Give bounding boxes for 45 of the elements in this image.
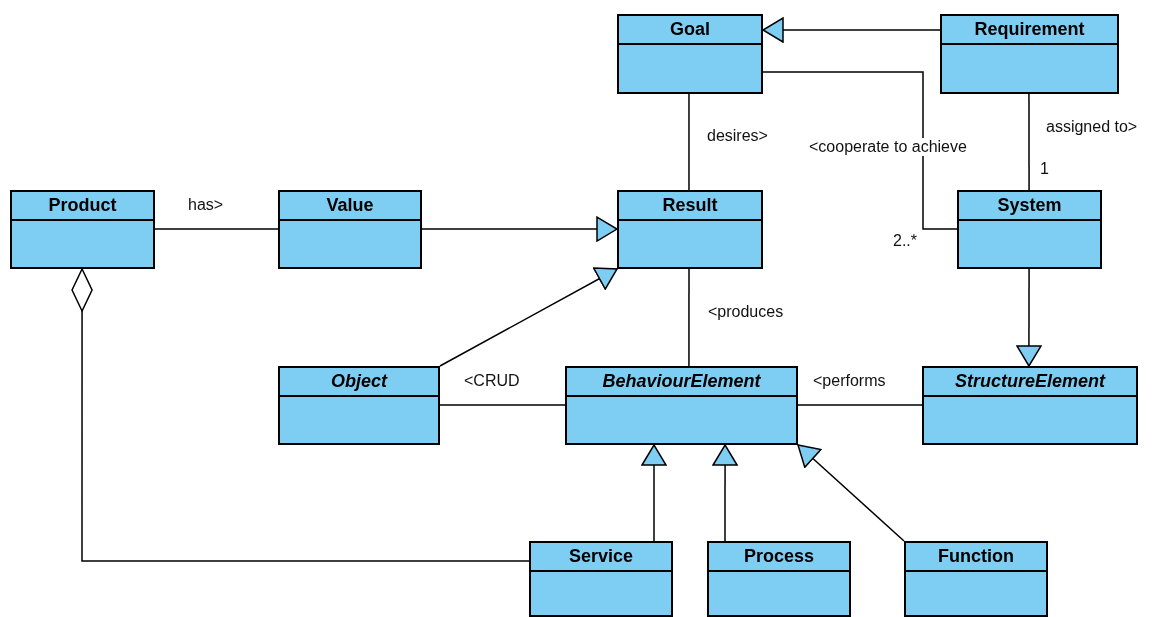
- association-line: [688, 268, 690, 367]
- generalization-arrow: [762, 17, 941, 43]
- generalization-arrow: [421, 216, 618, 242]
- class-box: [278, 190, 422, 269]
- edge-label: <produces: [707, 303, 785, 321]
- class-box: [617, 190, 763, 269]
- class-box: [922, 366, 1138, 445]
- class-name: Requirement: [974, 19, 1085, 40]
- class-name: Service: [568, 546, 634, 567]
- class-name: Process: [743, 546, 815, 567]
- generalization-arrow: [712, 444, 738, 542]
- association-line: [797, 404, 923, 406]
- class-box: [10, 190, 155, 269]
- class-box: [278, 366, 440, 445]
- multiplicity-label: 1: [1040, 160, 1049, 178]
- class-box: [707, 541, 851, 617]
- class-name: Goal: [670, 19, 710, 40]
- class-box: [940, 14, 1119, 94]
- class-name: Result: [662, 195, 718, 216]
- association-line: [762, 71, 958, 230]
- class-box: [617, 14, 763, 94]
- edge-label: assigned to>: [1045, 118, 1139, 136]
- class-name: Function: [938, 546, 1014, 567]
- generalization-arrow: [439, 267, 618, 367]
- class-box: [529, 541, 673, 617]
- multiplicity-label: 2..*: [893, 232, 917, 250]
- edge-label: <cooperate to achieve: [808, 138, 968, 156]
- association-line: [688, 93, 690, 191]
- class-name: BehaviourElement: [602, 371, 761, 392]
- class-box: [957, 190, 1102, 269]
- class-name: Object: [331, 371, 387, 392]
- association-line: [1028, 93, 1030, 191]
- association-line: [154, 228, 279, 230]
- generalization-arrow: [1016, 268, 1042, 367]
- class-name: Product: [48, 195, 117, 216]
- class-name: StructureElement: [954, 371, 1105, 392]
- edge-label: <performs: [812, 372, 887, 390]
- generalization-arrow: [797, 444, 905, 542]
- association-line: [439, 404, 566, 406]
- generalization-arrow: [641, 444, 667, 542]
- class-name: Value: [326, 195, 374, 216]
- class-name: System: [997, 195, 1062, 216]
- class-box: [565, 366, 798, 445]
- aggregation-line: [71, 268, 530, 562]
- class-box: [904, 541, 1048, 617]
